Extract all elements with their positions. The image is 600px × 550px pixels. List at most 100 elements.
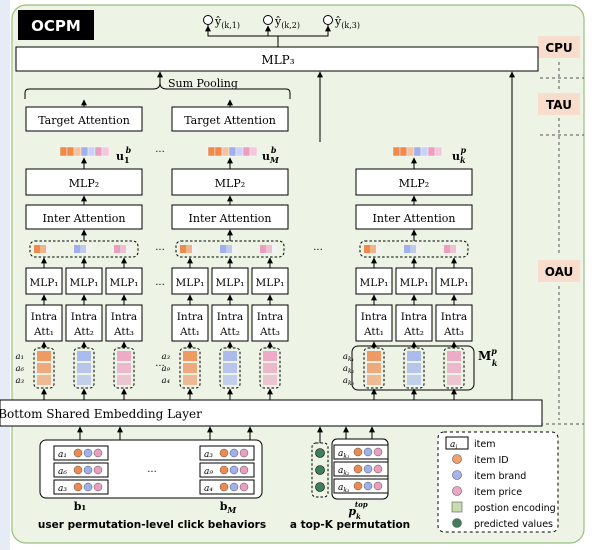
feature-cell bbox=[37, 351, 51, 361]
item-feature-dot bbox=[229, 448, 239, 458]
feature-cell bbox=[447, 363, 461, 373]
embedding-cell bbox=[228, 146, 237, 157]
legend-label: item brand bbox=[474, 471, 526, 482]
att-label: Att₁ bbox=[179, 326, 200, 338]
item-label: a₉ bbox=[204, 467, 213, 477]
mlp2-box bbox=[25, 168, 143, 196]
embedding-cell bbox=[427, 146, 436, 157]
embedding-cell bbox=[235, 146, 244, 157]
att-label: Att₁ bbox=[33, 326, 54, 338]
feature-cell bbox=[183, 375, 197, 385]
mlp1-output-cell bbox=[186, 245, 192, 253]
legend-label: item bbox=[474, 439, 495, 450]
item-feature-dot bbox=[73, 482, 83, 492]
mlp1-output-cell bbox=[34, 245, 40, 253]
feature-cell bbox=[117, 351, 131, 361]
embedding-cell bbox=[59, 146, 68, 157]
legend-label: predicted values bbox=[474, 519, 553, 530]
item-feature-dot bbox=[83, 482, 93, 492]
oau-label: OAU bbox=[545, 265, 574, 279]
mlp1-output-cell bbox=[114, 245, 120, 253]
seq-item-label: ak₂ bbox=[343, 364, 355, 375]
att-label: Att₂ bbox=[219, 326, 240, 338]
intra-att-box bbox=[105, 304, 143, 342]
item-feature-dot bbox=[363, 481, 373, 491]
mlp3-box bbox=[15, 46, 539, 72]
legend-dot bbox=[452, 486, 462, 496]
mlp1-output-cell bbox=[74, 245, 80, 253]
embedding-cell bbox=[406, 146, 415, 157]
ellipsis: ... bbox=[155, 277, 165, 288]
item-label: ak₁ bbox=[338, 449, 349, 460]
feature-cell bbox=[407, 375, 421, 385]
embedding-cell bbox=[87, 146, 96, 157]
mlp1-output-cell bbox=[220, 245, 226, 253]
mlp1-box bbox=[25, 267, 63, 295]
mlp1-output-cell bbox=[266, 245, 272, 253]
output-y3: ŷ(k,3) bbox=[323, 15, 360, 30]
feature-cell bbox=[407, 351, 421, 361]
item-label: ak₃ bbox=[338, 483, 350, 494]
mlp1-output-cell bbox=[180, 245, 186, 253]
predicted-values-column bbox=[311, 442, 329, 498]
item-label: a₃ bbox=[204, 450, 213, 460]
output-y2: ŷ(k,2) bbox=[263, 15, 300, 30]
output-y1: ŷ(k,1) bbox=[203, 15, 240, 30]
mlp1-output-cell bbox=[86, 245, 92, 253]
mlp1-label: MLP₁ bbox=[360, 277, 389, 289]
mlp1-output-cell bbox=[376, 245, 382, 253]
mlp1-box bbox=[355, 267, 393, 295]
seq-item-label: a₉ bbox=[162, 364, 171, 374]
item-label: a₆ bbox=[58, 467, 67, 477]
item-feature-dot bbox=[73, 465, 83, 475]
mlp1-box bbox=[251, 267, 289, 295]
cpu-label: CPU bbox=[545, 41, 572, 55]
seq-item-label: ak₃ bbox=[343, 376, 355, 387]
mlp1-output-cell bbox=[126, 245, 132, 253]
item-feature-dot bbox=[239, 465, 249, 475]
seq-item-label: a₄ bbox=[162, 376, 171, 386]
mlp1-label: MLP₁ bbox=[216, 277, 245, 289]
intra-att-box bbox=[25, 304, 63, 342]
b1-label: b₁ bbox=[74, 500, 87, 513]
legend-symbol-text: ai bbox=[450, 440, 457, 451]
feature-cell bbox=[117, 363, 131, 373]
embedding-cell bbox=[101, 146, 110, 157]
target-attention-M-label: Target Attention bbox=[184, 114, 276, 127]
mlp1-output-cell bbox=[456, 245, 462, 253]
mlp1-label: MLP₁ bbox=[30, 277, 59, 289]
mlp1-label: MLP₁ bbox=[440, 277, 469, 289]
feature-cell bbox=[263, 351, 277, 361]
item-feature-dot bbox=[229, 482, 239, 492]
mlp1-output-cell bbox=[46, 245, 52, 253]
inter-attention-box bbox=[171, 204, 289, 230]
embedding-cell bbox=[73, 146, 82, 157]
feature-cell bbox=[223, 351, 237, 361]
target-attention-1-label: Target Attention bbox=[38, 114, 130, 127]
embedding-u1 bbox=[59, 146, 110, 157]
mlp1-box bbox=[105, 267, 143, 295]
legend-item-symbol bbox=[445, 436, 469, 450]
embedding-cell bbox=[242, 146, 251, 157]
feature-cell bbox=[223, 375, 237, 385]
att-label: Att₁ bbox=[363, 326, 384, 338]
intra-label: Intra bbox=[441, 311, 467, 323]
mlp1-label: MLP₁ bbox=[70, 277, 99, 289]
embedding-cell bbox=[434, 146, 443, 157]
legend-label: item ID bbox=[474, 455, 509, 466]
mlp2-label: MLP₂ bbox=[399, 177, 429, 190]
embedding-uM bbox=[207, 146, 258, 157]
seq-item-label: a₁ bbox=[16, 352, 24, 362]
uk-label: ukp bbox=[452, 145, 467, 165]
svg-text:ŷ(k,1): ŷ(k,1) bbox=[214, 15, 240, 30]
inter-attention-label: Inter Attention bbox=[189, 212, 272, 225]
mlp1-output-cell bbox=[192, 245, 198, 253]
mlp1-output-cell bbox=[260, 245, 266, 253]
feature-cell bbox=[77, 375, 91, 385]
mlp1-box bbox=[171, 267, 209, 295]
embedding-cell bbox=[207, 146, 216, 157]
mlp1-output-cell bbox=[120, 245, 126, 253]
